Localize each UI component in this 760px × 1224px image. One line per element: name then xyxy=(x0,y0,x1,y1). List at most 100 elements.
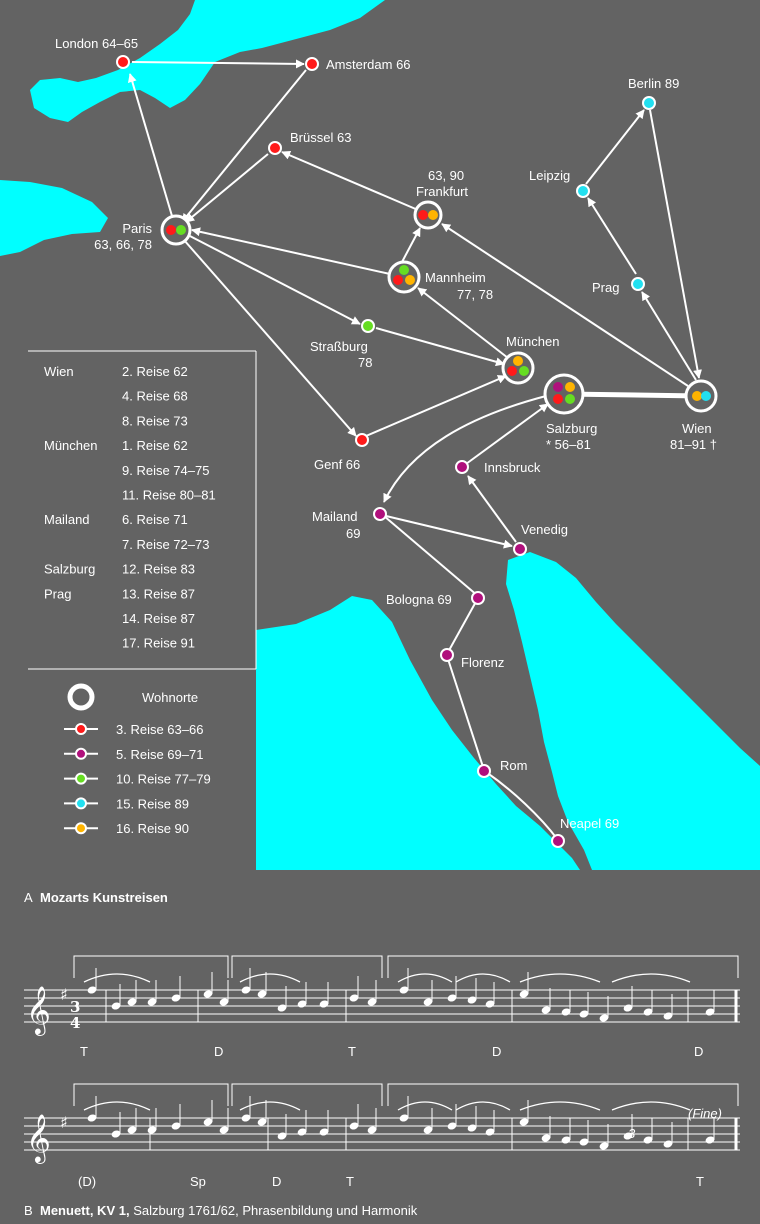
label-paris-2: 63, 66, 78 xyxy=(94,237,152,252)
slur xyxy=(611,973,691,983)
slur xyxy=(611,1101,691,1111)
bruessel-dot xyxy=(268,141,282,155)
caption-b-letter: B xyxy=(24,1203,33,1218)
triplet-marking: 3 xyxy=(628,1126,636,1141)
legend-route-label: 16. Reise 90 xyxy=(116,821,189,836)
note-head xyxy=(579,1010,589,1018)
legend-dot xyxy=(75,723,87,735)
label-wien-1: Wien xyxy=(682,421,712,436)
note-head xyxy=(561,1136,571,1144)
note-head xyxy=(561,1008,571,1016)
note-head xyxy=(519,1118,529,1126)
note-head xyxy=(241,986,251,994)
table-trip: 17. Reise 91 xyxy=(122,636,195,651)
mailand-dot xyxy=(373,507,387,521)
harmony-label-row-2: D xyxy=(272,1174,281,1189)
legend-dot xyxy=(75,822,87,835)
note-head xyxy=(147,998,157,1006)
city-labels: London 64–65 Amsterdam 66 Brüssel 63 Par… xyxy=(55,36,717,831)
phrase-bracket xyxy=(387,1083,739,1106)
note-head xyxy=(297,1128,307,1136)
note-head xyxy=(367,1126,377,1134)
prag-dot xyxy=(631,277,645,291)
note-head xyxy=(705,1008,715,1016)
table-trip: 7. Reise 72–73 xyxy=(122,537,209,552)
note-head xyxy=(319,1000,329,1008)
note-head xyxy=(111,1002,121,1010)
note-head xyxy=(349,1122,359,1130)
note-head xyxy=(541,1006,551,1014)
salzburg-dot-green xyxy=(565,394,575,404)
route-mannheim-frankfurt xyxy=(401,227,421,263)
table-place: Wien xyxy=(44,364,74,379)
route-salzburg-mailand xyxy=(383,395,547,503)
note-head xyxy=(399,1114,409,1122)
label-strassburg-1: Straßburg xyxy=(310,339,368,354)
note-head xyxy=(127,1126,137,1134)
legend-residence-label: Wohnorte xyxy=(142,690,198,705)
legend-route-label: 15. Reise 89 xyxy=(116,796,189,811)
harmony-label-row-1: D xyxy=(492,1044,501,1059)
table-trip: 1. Reise 62 xyxy=(122,438,188,453)
muenchen-dot-orange xyxy=(513,356,523,366)
treble-clef: 𝄞 xyxy=(26,1113,51,1164)
city-markers xyxy=(116,55,718,848)
sharp-sign: ♯ xyxy=(60,1113,68,1132)
label-amsterdam: Amsterdam 66 xyxy=(326,57,411,72)
table-trip: 9. Reise 74–75 xyxy=(122,463,209,478)
label-florenz: Florenz xyxy=(461,655,504,670)
label-bruessel: Brüssel 63 xyxy=(290,130,351,145)
music-notation: 𝄞♯34 𝄞♯ xyxy=(24,955,740,1164)
genf-dot xyxy=(355,433,369,447)
slur xyxy=(83,973,151,983)
label-mannheim-1: Mannheim xyxy=(425,270,486,285)
route-wien-frankfurt xyxy=(441,223,689,387)
slur xyxy=(455,973,511,983)
route-muenchen-mannheim xyxy=(417,287,509,359)
tyrrhenian-water xyxy=(256,596,580,870)
harmony-label-row-2: Sp xyxy=(190,1174,206,1189)
harmony-label-row-1: D xyxy=(694,1044,703,1059)
note-head xyxy=(257,990,267,998)
berlin-dot xyxy=(642,96,656,110)
label-prag: Prag xyxy=(592,280,619,295)
salzburg-dot-red xyxy=(553,394,563,404)
note-head xyxy=(147,1126,157,1134)
route-bologna-florenz xyxy=(446,597,479,655)
note-head xyxy=(127,998,137,1006)
neapel-dot xyxy=(551,834,565,848)
label-frankfurt-1: 63, 90 xyxy=(428,168,464,183)
rom-dot xyxy=(477,764,491,778)
label-genf: Genf 66 xyxy=(314,457,360,472)
bologna-dot xyxy=(471,591,485,605)
table-trip: 14. Reise 87 xyxy=(122,611,195,626)
slur xyxy=(83,1101,151,1111)
route-amsterdam-paris xyxy=(181,69,307,223)
time-signature: 4 xyxy=(70,1014,80,1032)
phrase-bracket xyxy=(231,955,383,978)
legend-route-label: 10. Reise 77–79 xyxy=(116,772,211,787)
label-muenchen: München xyxy=(506,334,559,349)
note-head xyxy=(297,1000,307,1008)
slur xyxy=(519,1101,601,1111)
route-leipzig-berlin xyxy=(585,109,645,185)
route-florenz-rom xyxy=(446,655,485,771)
venedig-dot xyxy=(513,542,527,556)
label-venedig: Venedig xyxy=(521,522,568,537)
note-head xyxy=(467,996,477,1004)
slur xyxy=(455,1101,511,1111)
label-rom: Rom xyxy=(500,758,527,773)
table-trip: 8. Reise 73 xyxy=(122,413,188,428)
note-head xyxy=(579,1138,589,1146)
label-mailand-2: 69 xyxy=(346,526,360,541)
legend-route-label: 3. Reise 63–66 xyxy=(116,722,203,737)
label-bologna: Bologna 69 xyxy=(386,592,452,607)
note-head xyxy=(423,1126,433,1134)
label-salzburg-1: Salzburg xyxy=(546,421,597,436)
note-head xyxy=(171,994,181,1002)
caption-a-title: Mozarts Kunstreisen xyxy=(40,890,168,905)
wien-dot-cyan xyxy=(701,391,711,401)
mannheim-dot-green xyxy=(399,265,409,275)
note-head xyxy=(367,998,377,1006)
